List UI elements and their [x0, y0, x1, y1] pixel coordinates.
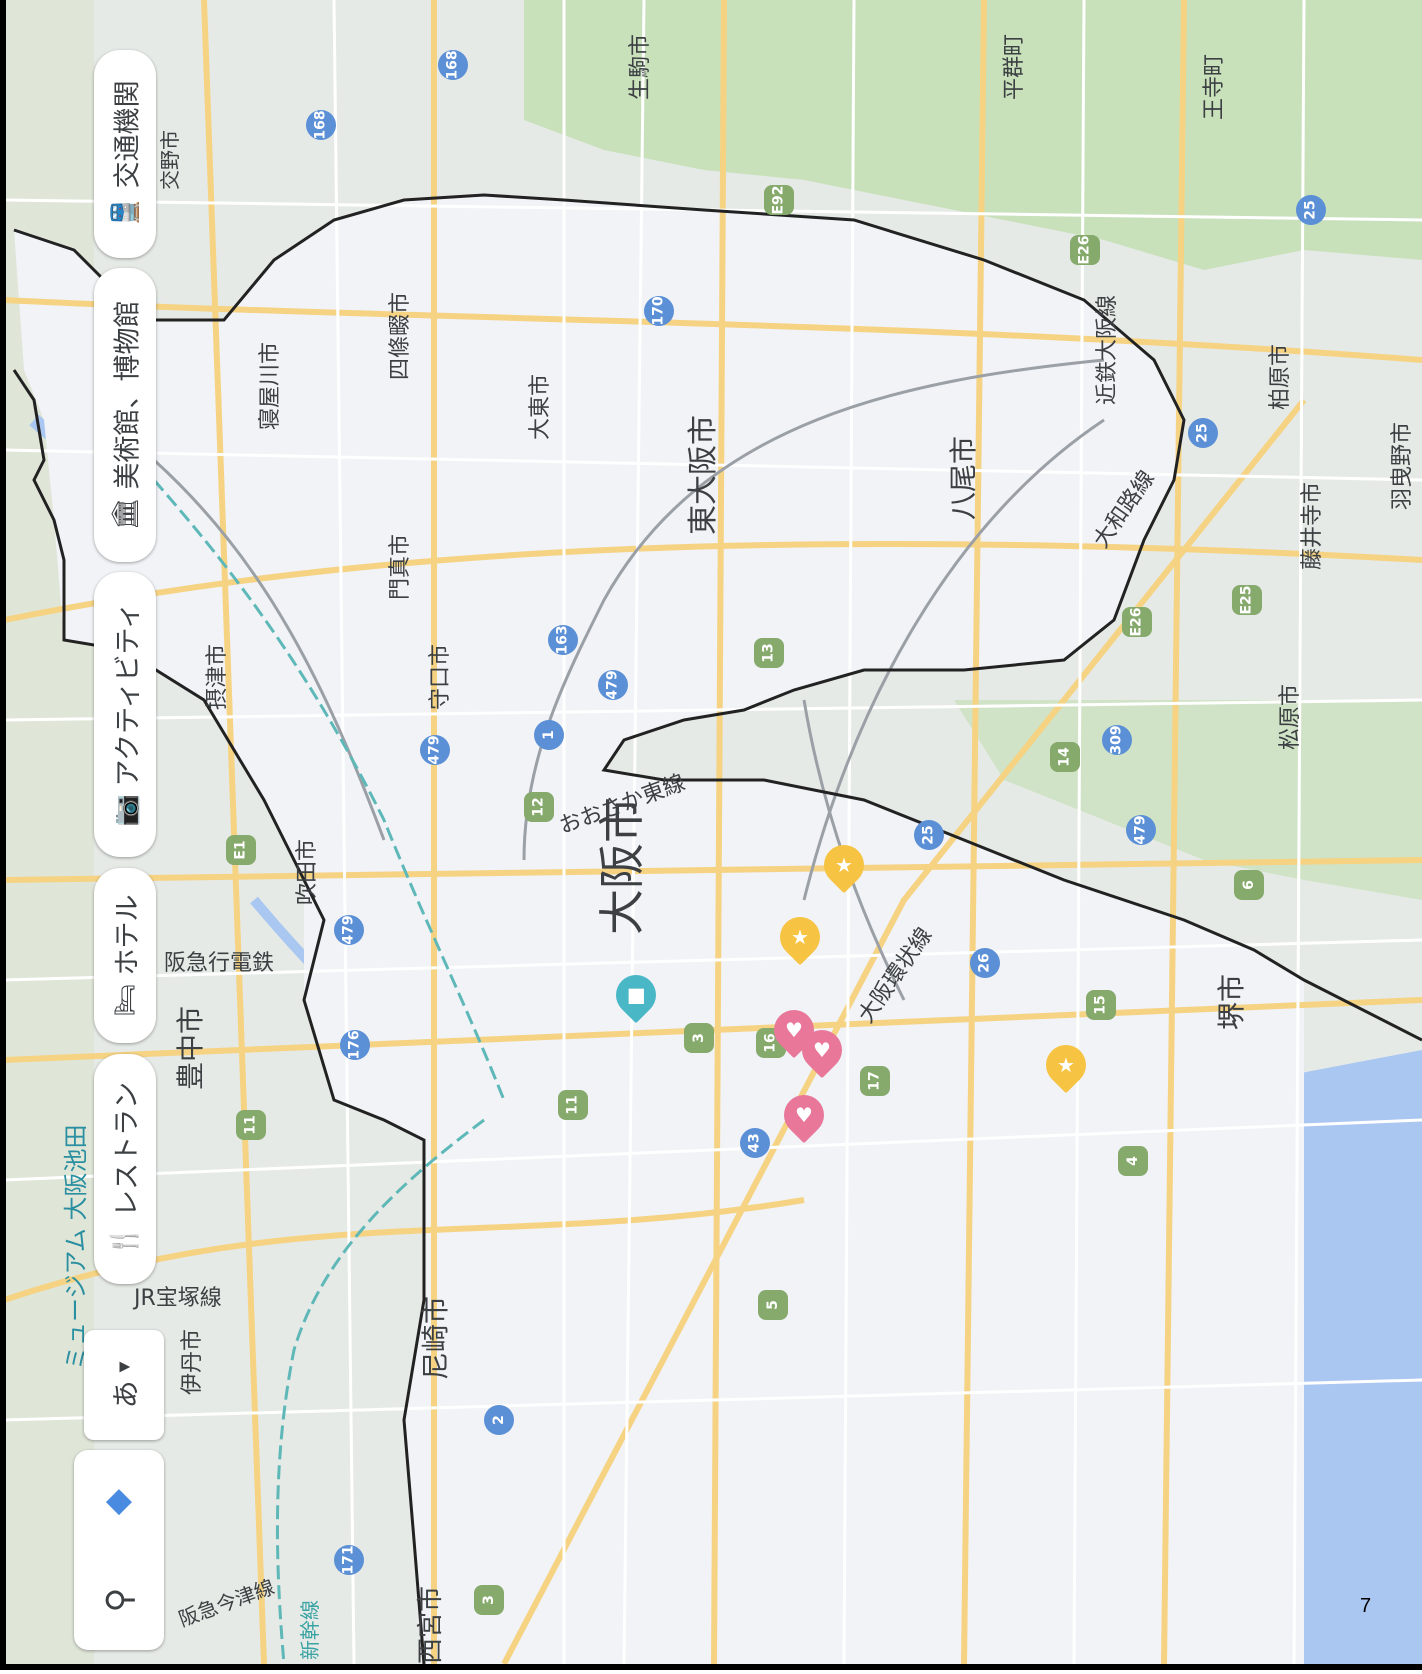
category-museum[interactable]: 🏛 美術館、博物館: [94, 268, 156, 562]
route-shield: E1: [226, 835, 256, 865]
route-shield: 2: [484, 1405, 514, 1435]
route-shield: 479: [1126, 815, 1156, 845]
highlighted-region: [14, 195, 1304, 1664]
route-shield: 15: [1086, 990, 1116, 1020]
route-shield: E25: [1232, 585, 1262, 615]
area-boundary: [13, 193, 1422, 1042]
directions-icon[interactable]: ◆: [105, 1480, 133, 1520]
category-hotel[interactable]: 🛏 ホテル: [94, 868, 156, 1043]
language-selector[interactable]: あ ▼: [84, 1330, 164, 1440]
minor-roads: [4, 0, 1422, 1664]
search-bar[interactable]: ◆ ⚲: [74, 1450, 164, 1650]
page-number: 7: [1360, 1595, 1372, 1617]
route-shield: 479: [598, 670, 628, 700]
label-bunjo: 交野市: [158, 130, 182, 190]
search-icon[interactable]: ⚲: [99, 1587, 139, 1613]
route-shield: 25: [1188, 418, 1218, 448]
label-ikoma: 生駒市: [628, 33, 653, 100]
route-shield: E26: [1070, 235, 1100, 265]
label-heguri: 平群町: [1002, 33, 1027, 100]
route-shield: 6: [1234, 870, 1264, 900]
label-toyonaka: 豊中市: [174, 1005, 207, 1090]
route-shield: 168: [306, 110, 336, 140]
bottom-border: [0, 1664, 1422, 1670]
camera-icon: 📷: [110, 794, 141, 827]
language-label: あ: [108, 1380, 142, 1409]
route-shield: 479: [420, 735, 450, 765]
route-shield: 176: [340, 1030, 370, 1060]
label-matsubara: 松原市: [1278, 683, 1303, 750]
route-shield: 170: [644, 296, 674, 326]
category-activities[interactable]: 📷 アクティビティ: [94, 572, 156, 857]
route-shield: 1: [534, 720, 564, 750]
museum-icon: 🏛: [110, 496, 141, 531]
route-shield: 43: [740, 1128, 770, 1158]
label-suita: 吹田市: [295, 838, 320, 905]
category-label: 美術館、博物館: [112, 299, 144, 489]
route-shield: 12: [524, 792, 554, 822]
route-shield: 163: [548, 625, 578, 655]
route-shield: 3: [684, 1023, 714, 1053]
route-shield: 11: [558, 1090, 588, 1120]
category-label: 交通機関: [112, 79, 144, 188]
route-shield: 168: [438, 50, 468, 80]
route-shield: E92: [764, 185, 794, 215]
label-shijonawate: 四條畷市: [388, 291, 413, 380]
label-fujiidera: 藤井寺市: [1300, 481, 1325, 570]
category-label: ホテル: [112, 894, 144, 976]
route-shield: 11: [236, 1110, 266, 1140]
map-canvas[interactable]: [4, 0, 1422, 1664]
bed-icon: 🛏: [110, 983, 141, 1017]
category-restaurant[interactable]: 🍴 レストラン: [94, 1054, 156, 1284]
label-kadoma: 門真市: [388, 533, 413, 600]
jr-line: [152, 479, 506, 1101]
route-shield: 13: [754, 638, 784, 668]
route-shield: E26: [1122, 607, 1152, 637]
label-daito: 大東市: [528, 373, 553, 440]
label-oji: 王寺町: [1202, 53, 1227, 120]
label-nishinomiya: 西宮市: [416, 1585, 446, 1664]
left-border: [0, 0, 6, 1668]
route-shield: 171: [334, 1545, 364, 1575]
route-shield: 25: [914, 820, 944, 850]
label-settsu: 摂津市: [205, 643, 230, 710]
route-shield: 14: [1050, 742, 1080, 772]
route-shield: 5: [758, 1290, 788, 1320]
label-moriguchi: 守口市: [428, 643, 453, 710]
label-jr-takarazuka: JR宝塚線: [134, 1286, 222, 1311]
label-shinkansen: 新幹線: [298, 1600, 322, 1660]
route-shield: 4: [1118, 1146, 1148, 1176]
route-shield: 309: [1102, 725, 1132, 755]
park-area: [524, 0, 1422, 270]
label-neyagawa: 寝屋川市: [258, 341, 283, 430]
caret-down-icon: ▼: [115, 1361, 132, 1373]
label-kashiwara: 柏原市: [1268, 343, 1293, 410]
train-icon: 🚆: [110, 195, 140, 229]
label-itami: 伊丹市: [180, 1328, 205, 1395]
category-label: レストラン: [112, 1081, 144, 1217]
label-amagasaki: 尼崎市: [419, 1295, 452, 1380]
fork-knife-icon: 🍴: [110, 1224, 140, 1257]
category-transit[interactable]: 🚆 交通機関: [94, 50, 156, 258]
label-habikino: 羽曳野市: [1390, 421, 1415, 510]
label-kintetsu-osaka: 近鉄大阪線: [1095, 294, 1120, 405]
route-shield: 26: [970, 948, 1000, 978]
label-hankyu: 阪急行電鉄: [164, 951, 275, 976]
route-shield: 3: [474, 1585, 504, 1615]
label-yao: 八尾市: [947, 435, 980, 520]
route-shield: 25: [1296, 195, 1326, 225]
category-label: アクティビティ: [112, 602, 144, 787]
label-sakai: 堺市: [1215, 973, 1248, 1030]
route-shield: 479: [334, 915, 364, 945]
shinkansen-line: [275, 1118, 485, 1664]
route-shield: 17: [860, 1066, 890, 1096]
area-boundary-west: [12, 369, 426, 1664]
label-higashiosaka: 東大阪市: [686, 415, 721, 535]
map-view[interactable]: 大阪市 東大阪市 八尾市 堺市 尼崎市 豊中市 吹田市 摂津市 守口市 門真市 …: [4, 0, 1422, 1664]
